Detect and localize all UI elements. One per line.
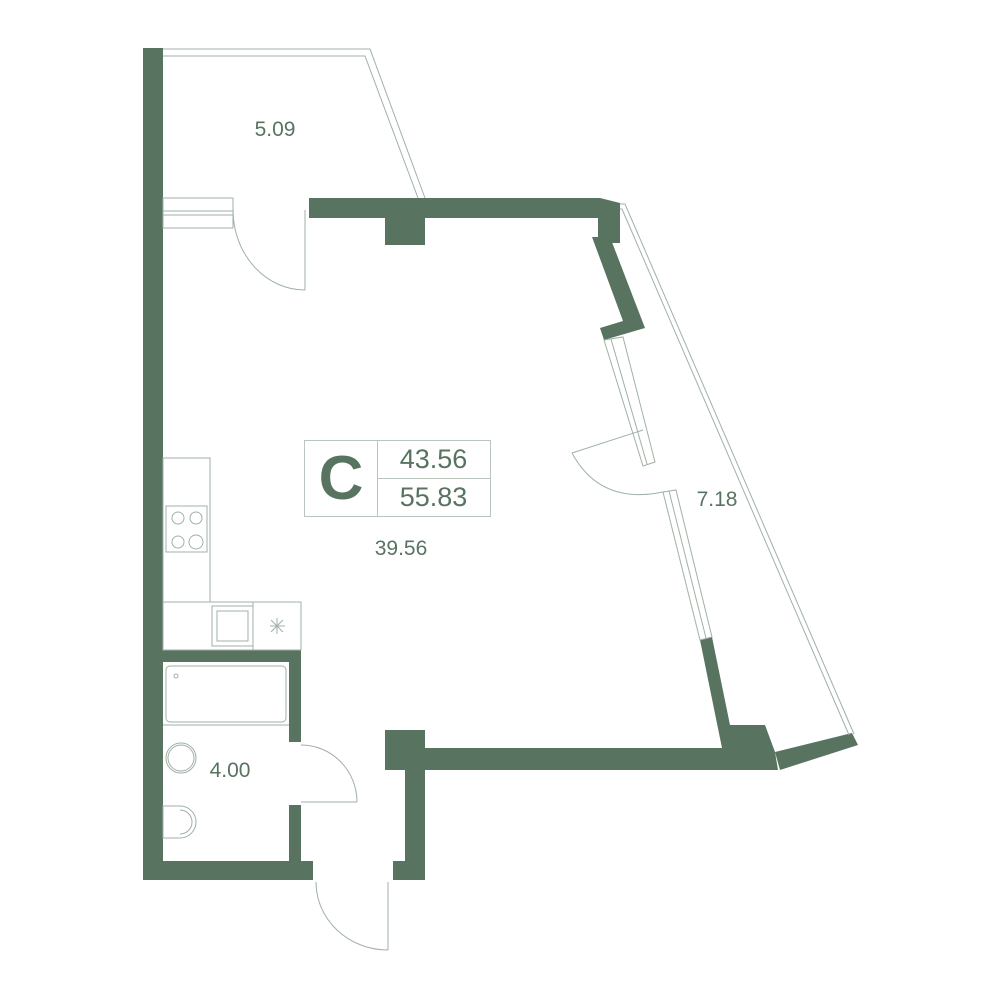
bathroom-right-wall-upper <box>289 650 301 742</box>
entry-wall <box>405 765 425 880</box>
kitchen-counter-bottom <box>162 601 302 651</box>
window-top <box>162 197 234 229</box>
bathroom-top-wall <box>163 650 301 662</box>
toilet <box>162 805 197 839</box>
door-arc-entry <box>315 881 389 951</box>
total-area: 55.83 <box>399 482 468 512</box>
kitchen-counter <box>162 457 211 603</box>
room-area-bathroom: 4.00 <box>209 759 251 782</box>
left-wall <box>143 48 163 880</box>
room-area-main: 39.56 <box>374 537 428 560</box>
window-right-upper <box>603 336 656 467</box>
bottom-wall <box>385 637 778 770</box>
balcony-top-outline <box>163 48 426 199</box>
door-leaf-right <box>571 429 644 454</box>
balcony-parapet <box>775 733 858 770</box>
thin-lines <box>162 48 855 951</box>
diagonal-wall-upper <box>592 237 645 340</box>
asterisk-icon <box>270 618 285 634</box>
hob <box>165 505 208 553</box>
door-arc-right <box>571 452 664 496</box>
apartment-info-box: C 43.56 55.83 <box>304 440 491 517</box>
walls <box>143 48 858 880</box>
kitchen-sink <box>211 605 254 647</box>
washbasin <box>165 742 197 774</box>
room-area-balcony-top: 5.09 <box>254 118 296 141</box>
door-arc-top <box>232 209 306 291</box>
bathtub <box>165 665 287 723</box>
bathroom-bottom-wall <box>143 861 313 880</box>
door-arc-bathroom <box>300 744 358 803</box>
room-area-balcony-right: 7.18 <box>696 488 738 511</box>
apartment-type-letter: C <box>305 441 378 516</box>
bathroom-right-wall-lower <box>289 805 301 865</box>
window-right-lower <box>662 489 713 641</box>
living-area: 43.56 <box>377 441 490 479</box>
top-wall <box>309 198 620 245</box>
